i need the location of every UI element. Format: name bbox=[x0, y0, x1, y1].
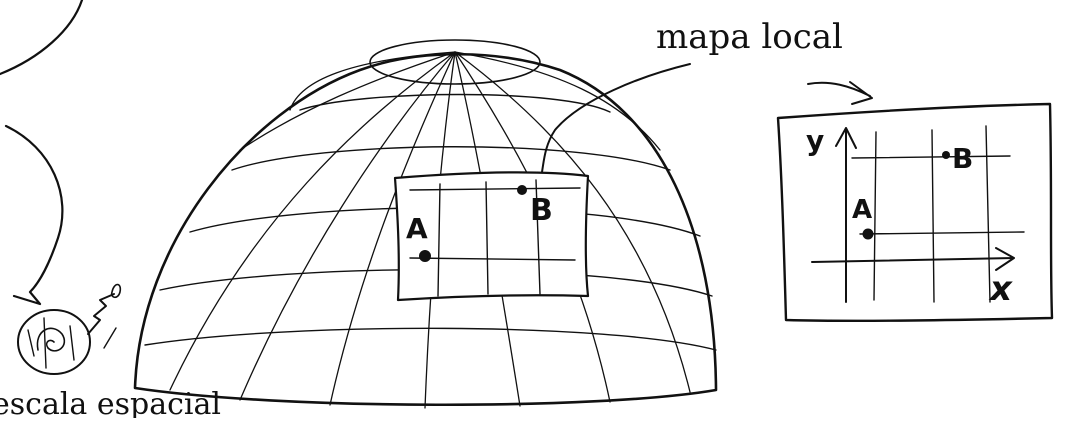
map-label-a: A bbox=[852, 195, 872, 225]
local-map-title: mapa local bbox=[656, 17, 843, 57]
patch-label-b: B bbox=[530, 193, 553, 228]
map-label-b: B bbox=[952, 142, 973, 175]
map-label-y: y bbox=[806, 124, 824, 157]
patch-label-a: A bbox=[406, 212, 428, 245]
map-point-a bbox=[863, 229, 874, 240]
patch-point-a bbox=[419, 250, 431, 262]
leader-arrow-to-map bbox=[808, 82, 872, 104]
snail-sketch bbox=[18, 285, 120, 375]
map-point-b bbox=[942, 151, 950, 159]
patch-point-b bbox=[517, 185, 527, 195]
local-map: y x A B bbox=[778, 104, 1052, 321]
speech-bubble bbox=[0, 0, 82, 304]
spatial-scale-label: escala espacial bbox=[0, 387, 221, 418]
leader-arrow-to-patch bbox=[542, 64, 690, 172]
x-axis bbox=[812, 248, 1014, 270]
map-label-x: x bbox=[988, 269, 1013, 309]
dome-patch: A B bbox=[395, 172, 588, 300]
